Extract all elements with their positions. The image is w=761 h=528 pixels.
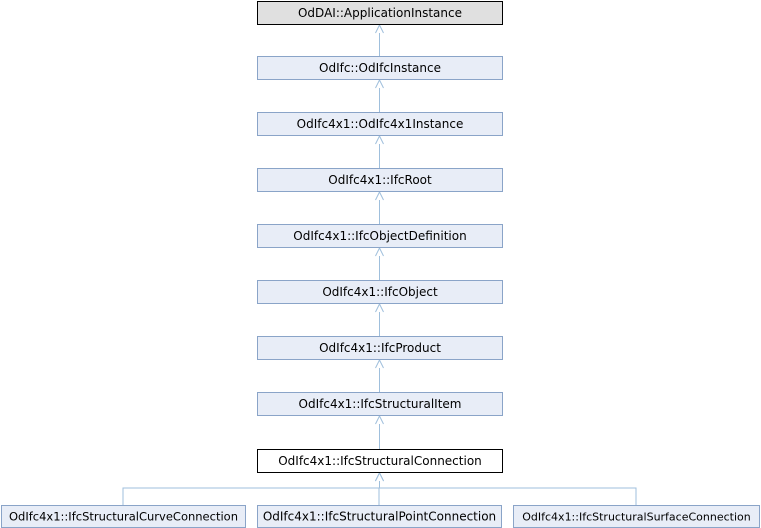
class-node-oddai-applicationinstance[interactable]: OdDAI::ApplicationInstance: [257, 1, 503, 25]
class-label: OdIfc4x1::IfcStructuralCurveConnection: [9, 510, 238, 524]
arrowhead-icon: [375, 471, 384, 482]
inheritance-edge-n2-n1: [375, 78, 384, 112]
class-label: OdIfc4x1::IfcStructuralPointConnection: [263, 510, 496, 524]
arrowhead-icon: [375, 23, 384, 34]
arrowhead-icon: [375, 358, 384, 369]
class-label: OdIfc4x1::OdIfc4x1Instance: [297, 117, 464, 131]
inheritance-edge-n8-n7: [375, 414, 384, 449]
class-label: OdIfc::OdIfcInstance: [319, 61, 441, 75]
class-node-odifc4x1-odifc4x1instance[interactable]: OdIfc4x1::OdIfc4x1Instance: [257, 112, 503, 136]
inheritance-edge-n1-n0: [375, 23, 384, 56]
class-node-odifc4x1-ifcstructuralpointconnection[interactable]: OdIfc4x1::IfcStructuralPointConnection: [257, 505, 502, 528]
inheritance-edge-n7-n6: [375, 358, 384, 392]
class-node-odifc-odifcinstance[interactable]: OdIfc::OdIfcInstance: [257, 56, 503, 80]
class-node-odifc4x1-ifcstructuralsurfaceconnection[interactable]: OdIfc4x1::IfcStructuralSurfaceConnection: [513, 505, 760, 528]
class-node-odifc4x1-ifcobject[interactable]: OdIfc4x1::IfcObject: [257, 280, 503, 304]
inheritance-edge-n9-n8: [122, 471, 384, 505]
class-label: OdIfc4x1::IfcRoot: [328, 173, 432, 187]
class-label: OdIfc4x1::IfcStructuralItem: [299, 397, 462, 411]
inheritance-edge-n11-n8: [375, 471, 637, 505]
class-node-odifc4x1-ifcstructuralitem[interactable]: OdIfc4x1::IfcStructuralItem: [257, 392, 503, 416]
inheritance-edge-n6-n5: [375, 302, 384, 336]
class-node-odifc4x1-ifcobjectdefinition[interactable]: OdIfc4x1::IfcObjectDefinition: [257, 224, 503, 248]
class-label: OdIfc4x1::IfcObjectDefinition: [293, 229, 466, 243]
arrowhead-icon: [375, 246, 384, 257]
class-box: [257, 56, 503, 80]
class-box: [257, 280, 503, 304]
class-box: [257, 392, 503, 416]
edges-layer: [122, 23, 637, 505]
class-box: [257, 449, 503, 473]
class-node-odifc4x1-ifcstructuralcurveconnection[interactable]: OdIfc4x1::IfcStructuralCurveConnection: [1, 505, 246, 528]
inheritance-edge-n5-n4: [375, 246, 384, 280]
class-node-odifc4x1-ifcroot[interactable]: OdIfc4x1::IfcRoot: [257, 168, 503, 192]
class-label: OdIfc4x1::IfcProduct: [319, 341, 441, 355]
class-box: [257, 336, 503, 360]
class-box: [257, 112, 503, 136]
class-label: OdIfc4x1::IfcStructuralConnection: [278, 454, 482, 468]
arrowhead-icon: [375, 302, 384, 313]
arrowhead-icon: [375, 190, 384, 201]
class-box: [257, 224, 503, 248]
class-box: [257, 1, 503, 25]
class-box: [257, 168, 503, 192]
arrowhead-icon: [375, 414, 384, 425]
arrowhead-icon: [375, 78, 384, 89]
edge-line: [379, 473, 637, 505]
class-label: OdDAI::ApplicationInstance: [298, 6, 462, 20]
class-label: OdIfc4x1::IfcStructuralSurfaceConnection: [522, 511, 751, 524]
inheritance-edge-n3-n2: [375, 134, 384, 168]
class-label: OdIfc4x1::IfcObject: [322, 285, 438, 299]
class-node-odifc4x1-ifcproduct[interactable]: OdIfc4x1::IfcProduct: [257, 336, 503, 360]
arrowhead-icon: [375, 134, 384, 145]
inheritance-edge-n4-n3: [375, 190, 384, 224]
class-node-odifc4x1-ifcstructuralconnection: OdIfc4x1::IfcStructuralConnection: [257, 449, 503, 473]
edge-line: [122, 473, 380, 505]
